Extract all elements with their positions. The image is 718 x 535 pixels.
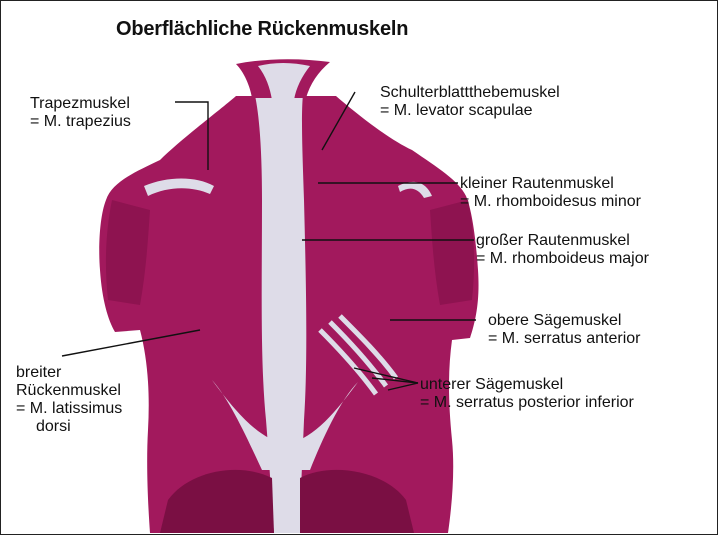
label-serratus-anterior-line1: obere Sägemuskel: [488, 312, 641, 330]
label-serratus-posterior: unterer Sägemuskel = M. serratus posteri…: [420, 376, 634, 412]
label-trapezius-line1: Trapezmuskel: [30, 95, 131, 113]
label-latissimus-line4: dorsi: [16, 418, 122, 436]
label-rhomboid-minor-line2: = M. rhomboidesus minor: [460, 193, 641, 211]
label-latissimus-line1: breiter: [16, 364, 122, 382]
label-rhomboid-major: großer Rautenmuskel = M. rhomboideus maj…: [476, 232, 649, 268]
label-latissimus-line2: Rückenmuskel: [16, 382, 122, 400]
label-levator-scapulae: Schulterblattthebemuskel = M. levator sc…: [380, 84, 560, 120]
label-latissimus-dorsi: breiter Rückenmuskel = M. latissimus dor…: [16, 364, 122, 436]
label-rhomboid-minor-line1: kleiner Rautenmuskel: [460, 175, 641, 193]
label-rhomboid-major-line1: großer Rautenmuskel: [476, 232, 649, 250]
label-trapezius-line2: = M. trapezius: [30, 113, 131, 131]
label-rhomboid-major-line2: = M. rhomboideus major: [476, 250, 649, 268]
label-serratus-posterior-line2: = M. serratus posterior inferior: [420, 394, 634, 412]
diagram-title: Oberflächliche Rückenmuskeln: [116, 18, 408, 41]
label-levator-line1: Schulterblattthebemuskel: [380, 84, 560, 102]
label-serratus-anterior: obere Sägemuskel = M. serratus anterior: [488, 312, 641, 348]
label-rhomboid-minor: kleiner Rautenmuskel = M. rhomboidesus m…: [460, 175, 641, 211]
label-trapezius: Trapezmuskel = M. trapezius: [30, 95, 131, 131]
label-serratus-anterior-line2: = M. serratus anterior: [488, 330, 641, 348]
label-levator-line2: = M. levator scapulae: [380, 102, 560, 120]
label-latissimus-line3: = M. latissimus: [16, 400, 122, 418]
label-serratus-posterior-line1: unterer Sägemuskel: [420, 376, 634, 394]
